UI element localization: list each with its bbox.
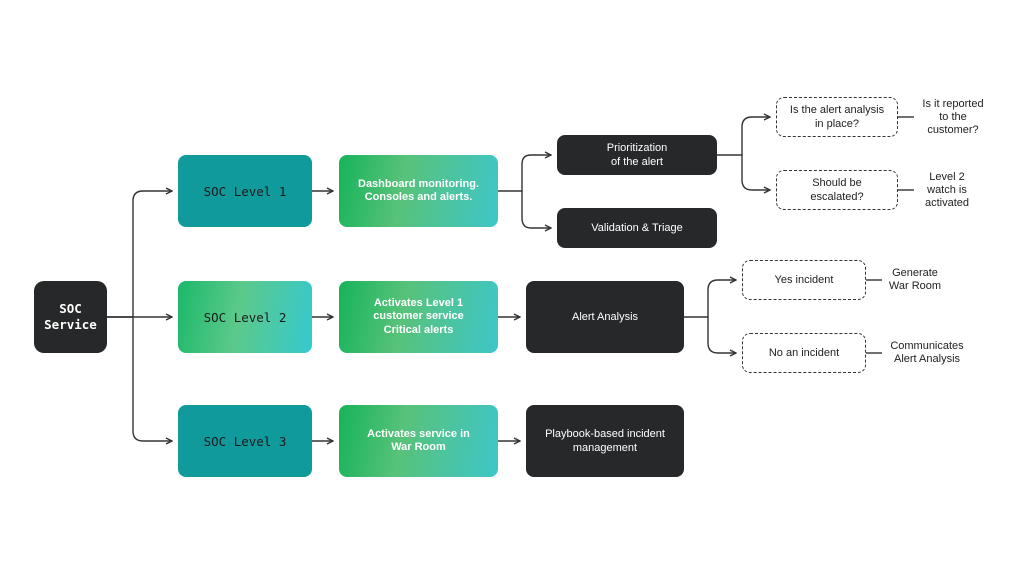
level-3-step-node: Activates service in War Room	[339, 405, 498, 477]
connector-prioritization-q2	[741, 155, 770, 190]
result-level2-watch: Level 2 watch is activated	[924, 171, 970, 209]
result-communicates-analysis: Communicates Alert Analysis	[890, 340, 964, 365]
level-1-step-node: Dashboard monitoring. Consoles and alert…	[339, 155, 498, 227]
question-no-incident: No an incident	[742, 333, 866, 373]
connector-root-level3	[132, 317, 172, 441]
connector-prioritization-q1	[717, 117, 770, 156]
connector-analysis-no	[707, 317, 736, 353]
connector-analysis-yes	[684, 280, 736, 318]
soc-level-2-node: SOC Level 2	[178, 281, 312, 353]
question-escalated: Should be escalated?	[776, 170, 898, 210]
playbook-node: Playbook-based incident management	[526, 405, 684, 477]
alert-analysis-node: Alert Analysis	[526, 281, 684, 353]
soc-level-3-node: SOC Level 3	[178, 405, 312, 477]
connector-step1-prioritization	[498, 155, 551, 192]
connector-step1-validation	[521, 191, 551, 228]
connector-root-level1	[107, 191, 172, 318]
question-alert-analysis: Is the alert analysis in place?	[776, 97, 898, 137]
soc-level-1-node: SOC Level 1	[178, 155, 312, 227]
soc-service-node: SOC Service	[34, 281, 107, 353]
result-reported-customer: Is it reported to the customer?	[922, 98, 984, 136]
prioritization-node: Prioritization of the alert	[557, 135, 717, 175]
question-yes-incident: Yes incident	[742, 260, 866, 300]
result-generate-war-room: Generate War Room	[888, 267, 942, 292]
level-2-step-node: Activates Level 1 customer service Criti…	[339, 281, 498, 353]
validation-triage-node: Validation & Triage	[557, 208, 717, 248]
